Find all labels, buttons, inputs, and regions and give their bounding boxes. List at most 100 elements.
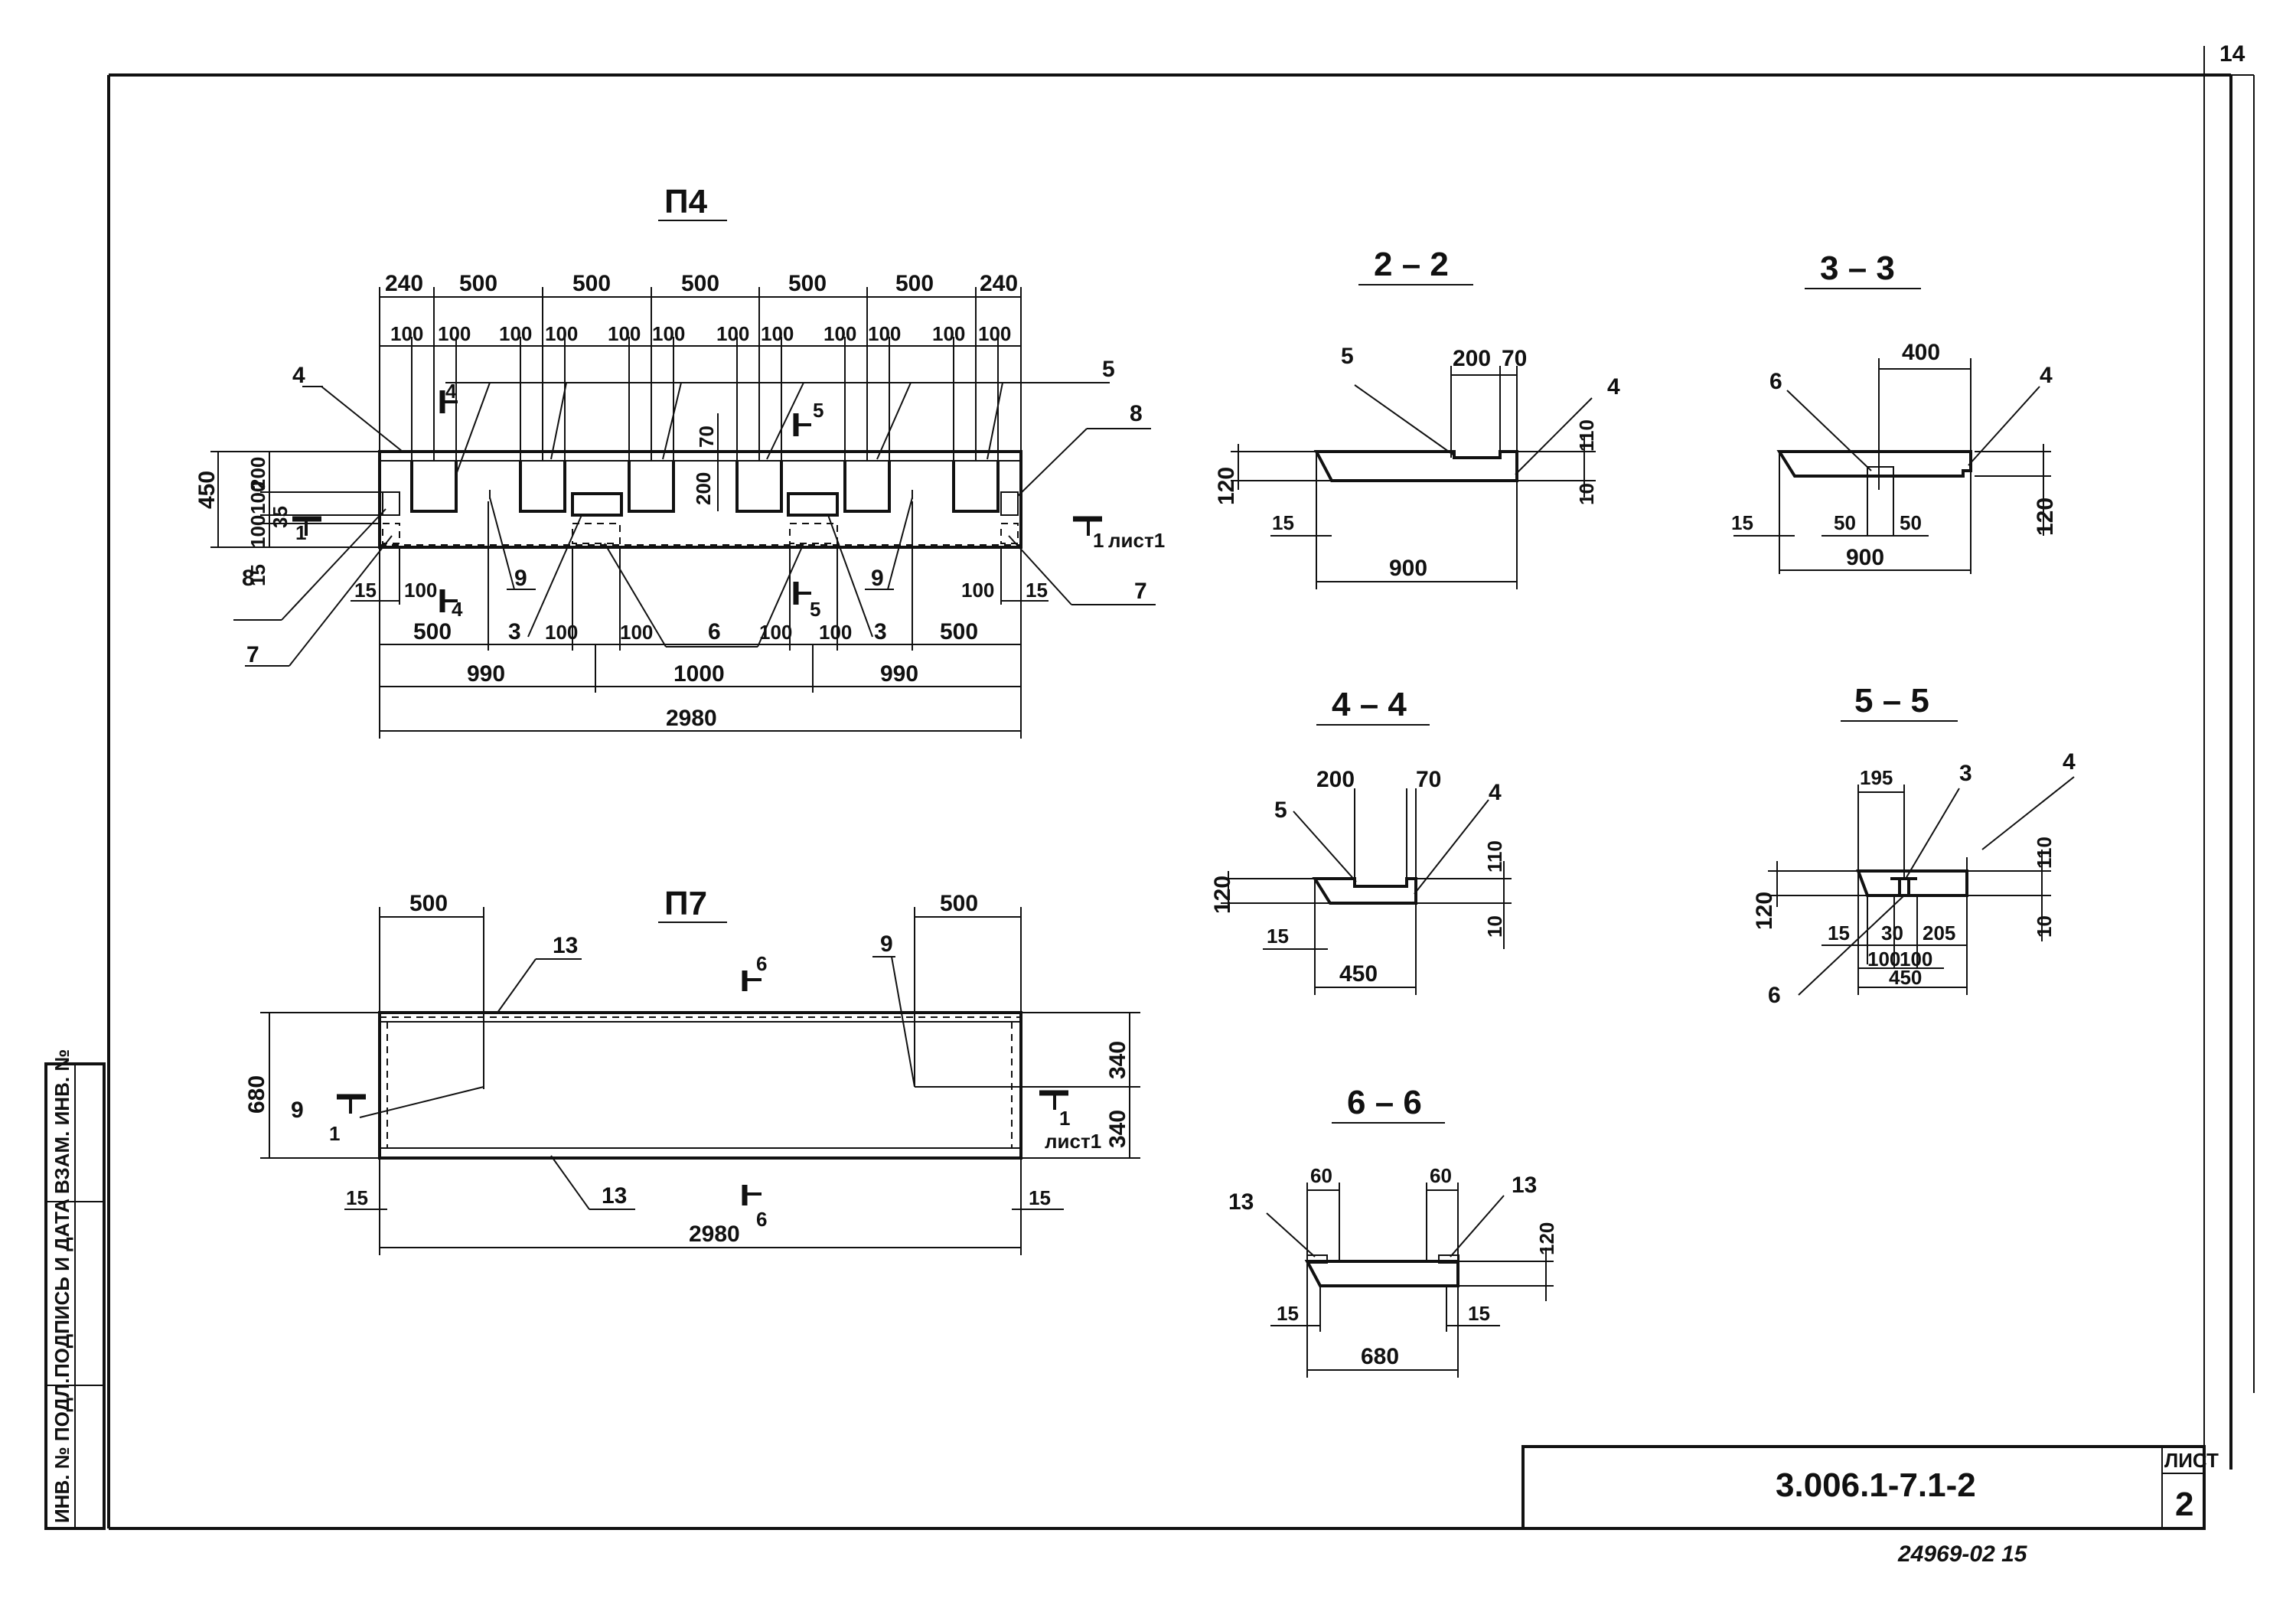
p4-dim-1000: 1000 — [673, 661, 725, 687]
p7-section-1-left: 1 — [329, 1122, 340, 1145]
p4-dim-500-right: 500 — [940, 619, 978, 644]
p4-dim-100: 100 — [246, 481, 269, 514]
p4-dim-total: 2980 — [666, 706, 717, 731]
p4-sub-dim: 100 — [390, 322, 423, 345]
p7-section-6-top: 6 — [756, 952, 767, 975]
p4-sub-dim: 100 — [716, 322, 749, 345]
s55-title: 5 – 5 — [1854, 682, 1929, 719]
s33-dim-50-left: 50 — [1834, 511, 1856, 534]
p4-callout-9-left: 9 — [514, 566, 527, 591]
s22-dim-15: 15 — [1272, 511, 1294, 534]
s66-title: 6 – 6 — [1347, 1084, 1422, 1121]
p4-sub-dim: 100 — [438, 322, 471, 345]
s66-dim-120: 120 — [1535, 1222, 1558, 1255]
p4-callout-7-right: 7 — [1134, 579, 1147, 604]
s22-dim-200: 200 — [1453, 346, 1491, 371]
p4-section-5-bottom: 5 — [810, 598, 820, 621]
s55-callout-4: 4 — [2063, 749, 2076, 775]
p7-dim-500-left: 500 — [409, 891, 448, 916]
p4-callout-9-right: 9 — [871, 566, 884, 591]
p4-sub-dim: 100 — [761, 322, 794, 345]
s33-dim-900: 900 — [1846, 545, 1884, 570]
p4-bottom-dimensions: 15 100 500 100 100 100 100 500 100 15 99… — [351, 501, 1049, 739]
s66-dim-680: 680 — [1361, 1344, 1399, 1369]
s22-dim-120: 120 — [1214, 467, 1239, 505]
s55-callout-6: 6 — [1768, 983, 1781, 1008]
p4-dim-100-a: 100 — [545, 621, 578, 644]
p4-dim-100-b: 100 — [620, 621, 653, 644]
s22-dim-900: 900 — [1389, 556, 1427, 581]
p4-openings — [410, 461, 1000, 513]
sheet-label: ЛИСТ — [2164, 1449, 2219, 1472]
section-2-2: 2 – 2 200 70 110 10 120 15 900 5 4 — [1214, 246, 1620, 589]
p7-plan: П7 500 500 680 340 340 15 2 — [244, 885, 1140, 1255]
p4-callout-8-left: 8 — [242, 566, 255, 591]
p4-dim-35: 35 — [269, 506, 292, 528]
s44-dim-10: 10 — [1483, 915, 1506, 938]
p4-callout-6: 6 — [708, 619, 721, 644]
p4-top-dimensions: 240 500 500 500 500 500 240 100 100 100 … — [379, 271, 1022, 461]
p4-callout-3-right: 3 — [874, 619, 887, 644]
s22-callout-4: 4 — [1607, 374, 1620, 400]
side-stamp: ИНВ. № ПОДЛ. ПОДПИСЬ И ДАТА ВЗАМ. ИНВ. № — [44, 1049, 106, 1530]
p4-dim-70: 70 — [695, 426, 718, 448]
s55-dim-195: 195 — [1860, 766, 1893, 789]
s55-dim-205: 205 — [1923, 922, 1955, 944]
p4-dim-450: 450 — [194, 471, 220, 509]
p4-section-4-bottom: 4 — [452, 598, 463, 621]
stamp-label-sign: ПОДПИСЬ И ДАТА — [51, 1199, 73, 1378]
s66-callout-13-right: 13 — [1512, 1173, 1537, 1198]
p4-sub-dim: 100 — [978, 322, 1011, 345]
s44-dim-15: 15 — [1267, 925, 1289, 948]
p7-dim-15-right: 15 — [1029, 1186, 1051, 1209]
p4-title: П4 — [664, 183, 708, 220]
p4-dim-500-3: 500 — [681, 271, 719, 296]
p7-title: П7 — [664, 885, 707, 922]
p4-dim-100-left: 100 — [404, 579, 437, 602]
s55-dim-110: 110 — [2033, 837, 2056, 869]
s44-callout-5: 5 — [1274, 798, 1287, 823]
p7-callout-9-right: 9 — [880, 931, 893, 957]
s55-callout-3: 3 — [1959, 761, 1972, 786]
p4-dim-500-4: 500 — [788, 271, 827, 296]
p4-dim-15-left: 15 — [354, 579, 377, 602]
p7-sheet-ref: лист1 — [1045, 1130, 1101, 1153]
p4-callout-8-right: 8 — [1130, 401, 1143, 426]
s44-callout-4: 4 — [1489, 780, 1502, 805]
p4-sub-dim: 100 — [823, 322, 856, 345]
p4-dim-500-5: 500 — [895, 271, 934, 296]
s33-dim-15: 15 — [1731, 511, 1753, 534]
sheet-frame — [107, 46, 2255, 1530]
p4-sheet-ref: лист1 — [1108, 529, 1165, 552]
s55-dim-30: 30 — [1881, 922, 1903, 944]
stamp-label-inv: ИНВ. № ПОДЛ. — [51, 1378, 73, 1523]
p7-dim-340-top: 340 — [1105, 1041, 1130, 1079]
p4-dim-100-right: 100 — [961, 579, 994, 602]
p7-section-6-bottom: 6 — [756, 1208, 767, 1231]
s44-dim-200: 200 — [1316, 767, 1355, 792]
p4-dim-200: 200 — [246, 457, 269, 490]
p4-sub-dim: 100 — [499, 322, 532, 345]
s44-dim-450: 450 — [1339, 961, 1378, 987]
p4-dim-990-right: 990 — [880, 661, 918, 687]
title-block: 3.006.1-7.1-2 ЛИСТ 2 24969-02 15 — [1521, 1445, 2219, 1567]
p7-dim-15-left: 15 — [346, 1186, 368, 1209]
p4-section-5-top: 5 — [813, 399, 823, 422]
p4-dim-500-2: 500 — [572, 271, 611, 296]
s66-dim-60-right: 60 — [1430, 1164, 1452, 1187]
p4-dim-240-right: 240 — [980, 271, 1018, 296]
p4-panel-outline — [378, 450, 1022, 549]
p7-dim-total: 2980 — [689, 1222, 740, 1247]
s33-callout-6: 6 — [1769, 369, 1782, 394]
p4-dim-100b: 100 — [246, 515, 269, 548]
s44-title: 4 – 4 — [1332, 686, 1407, 723]
s55-dim-100-a: 100 — [1867, 948, 1900, 971]
p4-dim-15: 15 — [246, 564, 269, 586]
p7-callout-9-left: 9 — [291, 1098, 304, 1123]
section-5-5: 5 – 5 195 110 10 120 15 30 205 100 100 4… — [1752, 682, 2076, 1008]
p7-panel-outline — [378, 1011, 1022, 1160]
s22-dim-110: 110 — [1575, 419, 1598, 452]
s44-dim-70: 70 — [1416, 767, 1441, 792]
s44-dim-120: 120 — [1210, 876, 1235, 914]
